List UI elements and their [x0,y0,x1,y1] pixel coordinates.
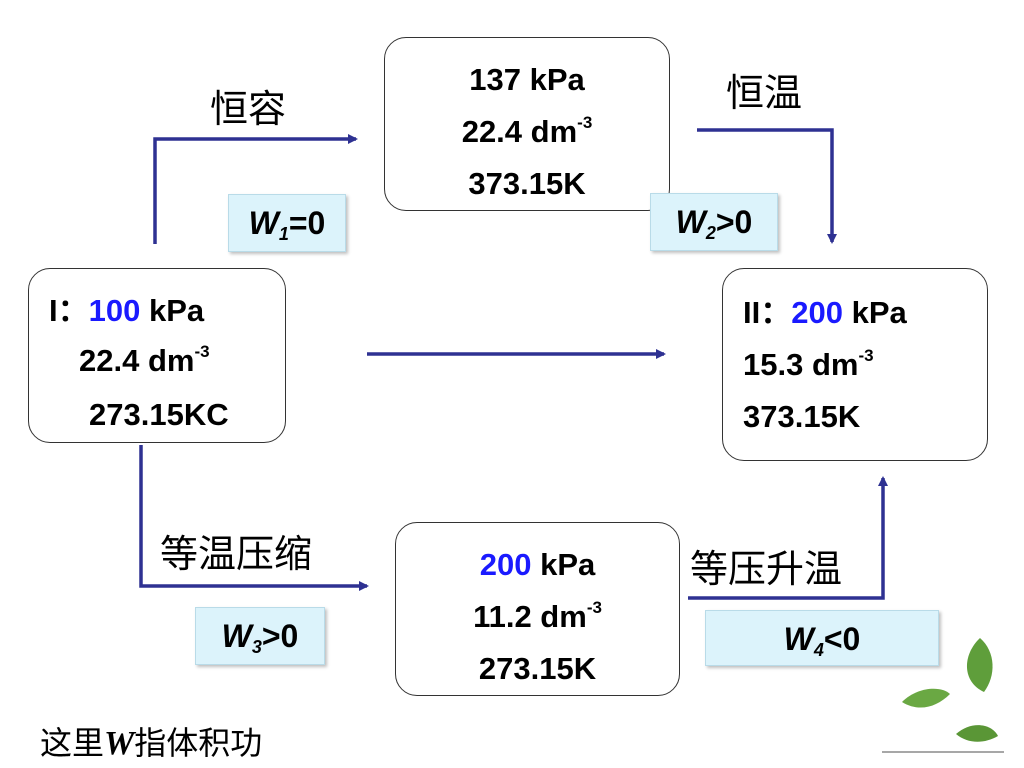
state-final-box: II：200 kPa 15.3 dm-3 373.15K [722,268,988,461]
state-initial-pressure: I：100 kPa [49,293,205,328]
leaf-icon [902,688,950,708]
state-top-volume: 22.4 dm-3 [461,113,593,149]
state-initial-temperature: 273.15KC [89,397,229,432]
work-w4-tag: W4<0 [705,610,939,666]
state-bottom-pressure: 200 kPa [479,547,596,582]
arrow-isochoric [153,134,358,244]
state-top-temperature: 373.15K [468,166,586,201]
work-w3-tag: W3>0 [195,607,325,665]
state-bottom-volume: 11.2 dm-3 [473,598,602,634]
arrow-isothermal-compression [139,445,369,591]
state-initial-volume: 22.4 dm-3 [79,342,210,378]
state-bottom-box: 200 kPa 11.2 dm-3 273.15K [395,522,680,696]
state-final-volume: 15.3 dm-3 [743,346,874,382]
state-bottom-temperature: 273.15K [478,651,597,686]
work-w1-tag: W1=0 [228,194,346,252]
arrow-isobaric-heating [688,476,888,600]
state-top-pressure: 137 kPa [469,62,585,97]
leaf-decoration [882,638,1004,753]
label-isobaric-heating: 等压升温 [690,547,843,591]
arrow-isothermal [697,128,837,244]
label-isothermal: 恒温 [726,71,803,115]
state-final-temperature: 373.15K [743,399,861,434]
leaf-icon [956,725,998,742]
work-w2-tag: W2>0 [650,193,778,251]
state-final-pressure: II：200 kPa [743,295,907,330]
volume-work-note: 这里W指体积功 [40,724,263,762]
label-isothermal-compression: 等温压缩 [160,532,313,576]
state-top-box: 137 kPa 22.4 dm-3 373.15K [384,37,670,211]
leaf-icon [966,638,993,692]
label-isochoric: 恒容 [210,87,287,131]
state-initial-box: I：100 kPa 22.4 dm-3 273.15KC [28,268,286,443]
